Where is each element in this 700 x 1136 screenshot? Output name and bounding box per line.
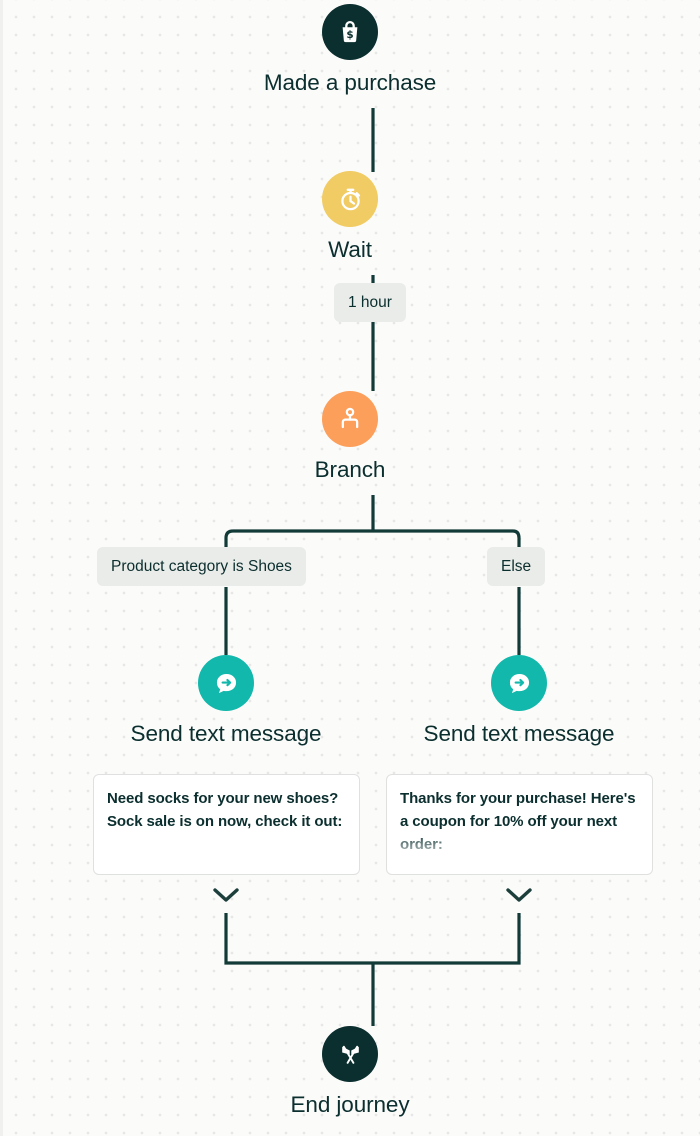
canvas-left-edge xyxy=(0,0,3,1136)
chevron-down-icon xyxy=(213,888,239,902)
crossed-flags-icon xyxy=(341,1045,359,1064)
wait-node-label: Wait xyxy=(328,237,372,262)
left-message-node-circle[interactable] xyxy=(198,655,254,711)
shopping-bag-dollar-icon: $ xyxy=(342,21,358,43)
node-wait[interactable]: Wait xyxy=(0,171,700,263)
right-message-node-circle[interactable] xyxy=(491,655,547,711)
left-message-node-label: Send text message xyxy=(130,721,322,746)
node-branch[interactable]: Branch xyxy=(0,391,700,483)
branch-condition-left[interactable]: Product category is Shoes xyxy=(97,547,306,586)
branch-node-circle[interactable] xyxy=(322,391,378,447)
wire-merge-bar xyxy=(224,913,521,965)
stopwatch-icon xyxy=(340,188,360,210)
branch-node-label: Branch xyxy=(314,457,386,482)
trigger-node-label: Made a purchase xyxy=(263,70,437,95)
wire-branch-split-bar xyxy=(224,529,521,547)
right-message-text: Thanks for your purchase! Here's a coupo… xyxy=(400,790,636,853)
left-message-card[interactable]: Need socks for your new shoes? Sock sale… xyxy=(93,774,360,875)
left-message-expand-chevron[interactable] xyxy=(211,886,241,909)
branch-condition-right[interactable]: Else xyxy=(487,547,546,586)
chevron-down-icon xyxy=(506,888,532,902)
message-arrow-icon xyxy=(509,673,529,693)
wait-duration-pill[interactable]: 1 hour xyxy=(334,283,406,322)
right-message-expand-chevron[interactable] xyxy=(504,886,534,909)
right-message-node-label: Send text message xyxy=(423,721,615,746)
branch-split-icon xyxy=(341,407,359,429)
trigger-node-circle[interactable]: $ xyxy=(322,4,378,60)
end-node-circle[interactable] xyxy=(322,1026,378,1082)
end-node-label: End journey xyxy=(290,1092,410,1117)
node-send-text-message-left[interactable]: Send text message xyxy=(98,655,354,747)
node-send-text-message-right[interactable]: Send text message xyxy=(391,655,647,747)
node-end-journey[interactable]: End journey xyxy=(0,1026,700,1118)
message-arrow-icon xyxy=(216,673,236,693)
svg-text:$: $ xyxy=(346,29,353,41)
node-made-a-purchase[interactable]: $ Made a purchase xyxy=(0,4,700,96)
left-message-text: Need socks for your new shoes? Sock sale… xyxy=(107,790,343,830)
wait-node-circle[interactable] xyxy=(322,171,378,227)
right-message-card[interactable]: Thanks for your purchase! Here's a coupo… xyxy=(386,774,653,875)
